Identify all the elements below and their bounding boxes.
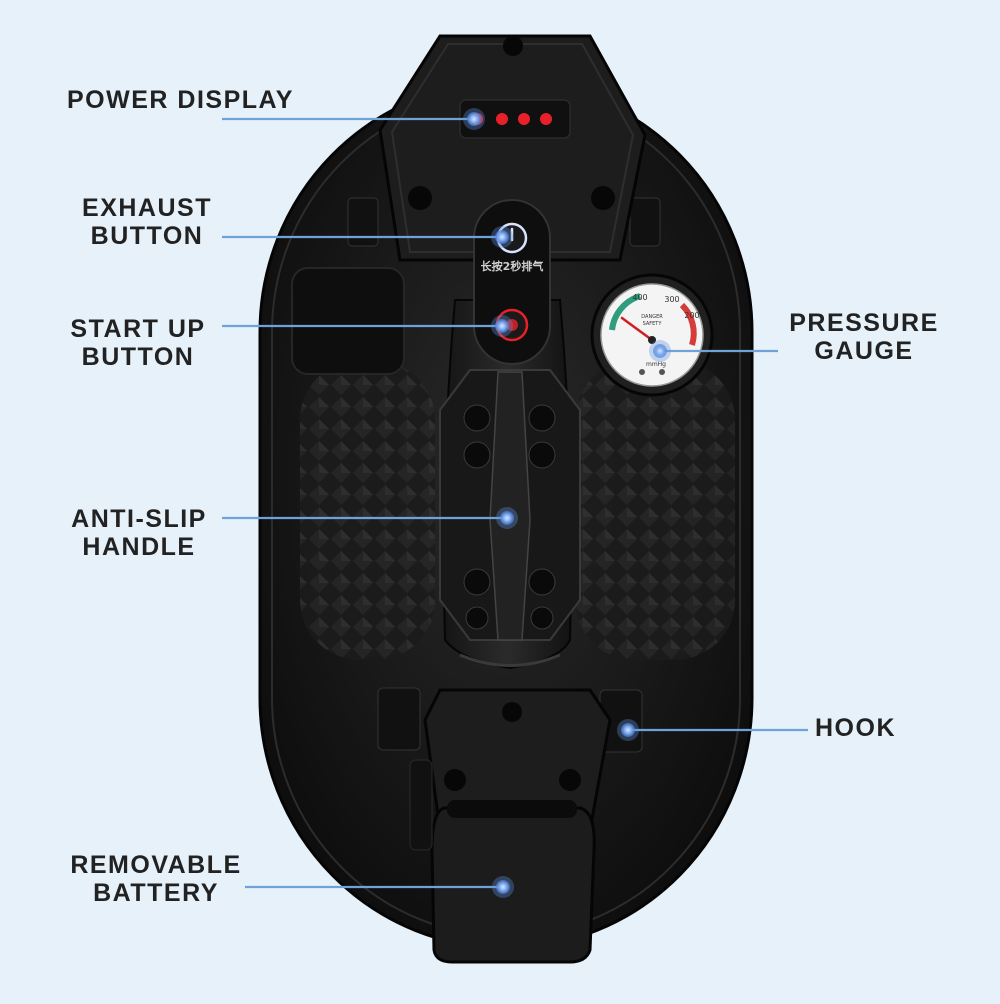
anti-slip-handle-body	[439, 299, 581, 670]
gauge-unit: mmHg	[646, 361, 666, 368]
label-power-display: POWER DISPLAY	[67, 86, 294, 114]
gauge-text-danger: DANGER	[641, 314, 663, 320]
callout-layer	[222, 108, 808, 898]
label-pressure-gauge: PRESSURE GAUGE	[789, 309, 939, 365]
power-led-2	[496, 113, 508, 125]
power-led-3	[518, 113, 530, 125]
callout-dot-power-display	[467, 112, 481, 126]
button-panel: 长按2秒排气	[473, 199, 551, 365]
hook-clips	[377, 687, 643, 753]
gauge-text-safety: SAFETY	[643, 321, 663, 327]
label-hook: HOOK	[815, 714, 896, 742]
gauge-tick-200: 200	[684, 311, 699, 320]
side-pad	[291, 267, 405, 375]
label-anti-slip-handle: ANTI-SLIP HANDLE	[71, 505, 207, 561]
callout-dot-start-up-button	[495, 319, 509, 333]
label-start-up-button: START UP BUTTON	[70, 315, 206, 371]
callout-dot-exhaust-button	[495, 230, 509, 244]
gauge-tick-400: 400	[632, 293, 647, 302]
top-head	[378, 34, 647, 262]
removable-battery-body	[409, 759, 596, 964]
power-led-4	[540, 113, 552, 125]
callout-dot-anti-slip-handle	[500, 511, 514, 525]
exhaust-caption: 长按2秒排气	[481, 259, 544, 273]
top-clips	[347, 197, 661, 247]
gauge-tick-300: 300	[664, 295, 679, 304]
bottom-head	[423, 688, 612, 832]
label-removable-battery: REMOVABLE BATTERY	[70, 851, 242, 907]
callout-dot-hook	[621, 723, 635, 737]
label-exhaust-button: EXHAUST BUTTON	[82, 194, 212, 250]
callout-dot-pressure-gauge	[653, 344, 667, 358]
callout-dot-removable-battery	[496, 880, 510, 894]
pressure-gauge-dial: 400 300 200 DANGER SAFETY mmHg	[590, 273, 714, 397]
